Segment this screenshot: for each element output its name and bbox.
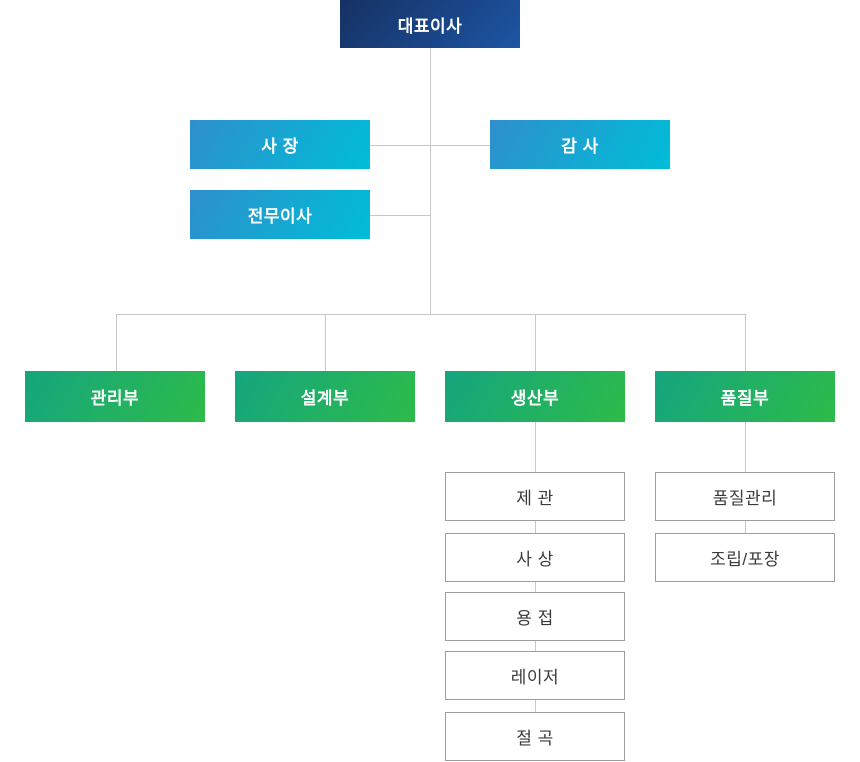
node-team-sheet-metal-label: 제 관	[516, 489, 554, 508]
connector-drop-production	[535, 314, 536, 371]
node-team-welding: 용 접	[445, 592, 625, 641]
node-team-welding-label: 용 접	[516, 609, 554, 628]
node-team-quality-control: 품질관리	[655, 472, 835, 521]
node-executive-director-label: 전무이사	[247, 207, 313, 226]
connector-quality-team1	[745, 422, 746, 472]
node-team-laser-label: 레이저	[510, 668, 560, 687]
connector-exec-director	[370, 215, 431, 216]
node-dept-design-label: 설계부	[300, 389, 350, 408]
node-ceo: 대표이사	[340, 0, 520, 48]
connector-drop-design	[325, 314, 326, 371]
connector-drop-management	[116, 314, 117, 371]
connector-production-team1	[535, 422, 536, 472]
node-team-laser: 레이저	[445, 651, 625, 700]
node-dept-quality: 품질부	[655, 371, 835, 422]
connector-departments-horizontal	[116, 314, 745, 315]
node-team-sheet-metal: 제 관	[445, 472, 625, 521]
node-team-bending-label: 절 곡	[516, 729, 554, 748]
node-auditor-label: 감 사	[561, 137, 599, 156]
node-team-quality-control-label: 품질관리	[712, 489, 778, 508]
node-dept-design: 설계부	[235, 371, 415, 422]
node-dept-production: 생산부	[445, 371, 625, 422]
node-executive-director: 전무이사	[190, 190, 370, 239]
node-dept-management-label: 관리부	[90, 389, 140, 408]
node-auditor: 감 사	[490, 120, 670, 169]
node-president-label: 사 장	[261, 137, 299, 156]
node-dept-management: 관리부	[25, 371, 205, 422]
connector-production-team4	[535, 641, 536, 651]
node-dept-production-label: 생산부	[510, 389, 560, 408]
connector-ceo-vertical	[430, 48, 431, 314]
connector-drop-quality	[745, 314, 746, 371]
node-team-grinding-label: 사 상	[516, 550, 554, 569]
node-team-grinding: 사 상	[445, 533, 625, 582]
connector-president-auditor	[370, 145, 490, 146]
connector-production-team3	[535, 582, 536, 592]
node-ceo-label: 대표이사	[397, 16, 463, 36]
connector-quality-team2	[745, 521, 746, 533]
node-president: 사 장	[190, 120, 370, 169]
node-team-assembly-packaging: 조립/포장	[655, 533, 835, 582]
node-team-assembly-packaging-label: 조립/포장	[710, 550, 780, 569]
connector-production-team2	[535, 521, 536, 533]
node-dept-quality-label: 품질부	[720, 389, 770, 408]
node-team-bending: 절 곡	[445, 712, 625, 761]
connector-production-team5	[535, 700, 536, 712]
